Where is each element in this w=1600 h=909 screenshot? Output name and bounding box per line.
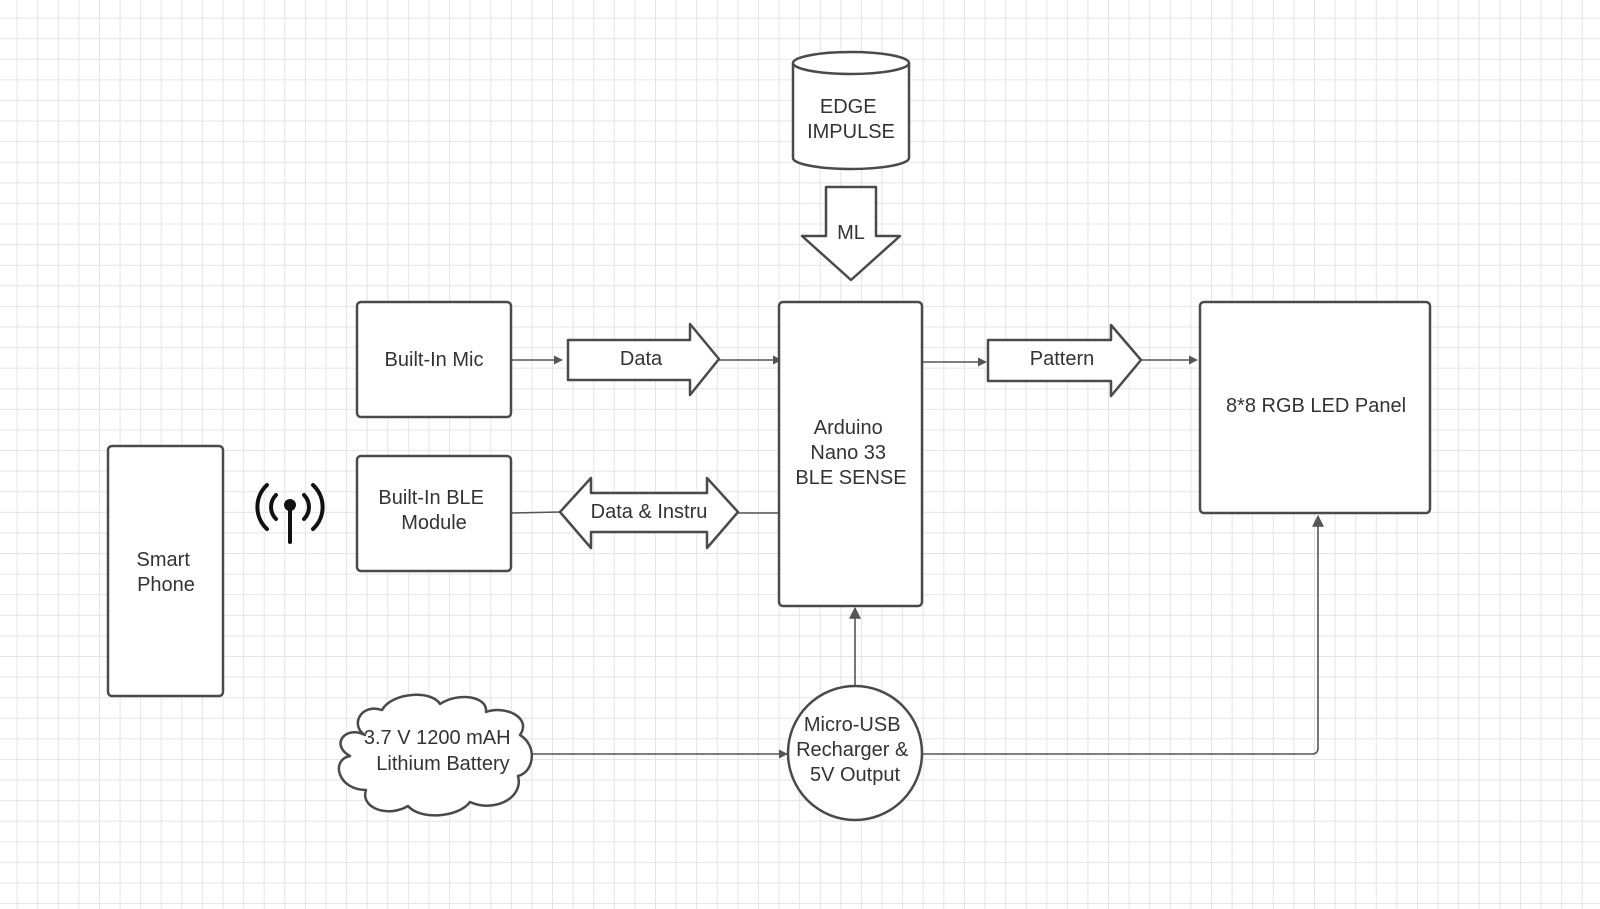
data-instru-double-arrow: Data & Instru — [558, 476, 740, 550]
led-panel-box: 8*8 RGB LED Panel — [1198, 300, 1432, 515]
connector-usb-to-led — [922, 514, 1324, 755]
battery-label: 3.7 V 1200 mAH Lithium Battery — [364, 727, 516, 775]
smart-phone-box: Smart Phone — [106, 444, 225, 698]
smart-phone-label: Smart Phone — [137, 549, 196, 596]
led-panel-label: 8*8 RGB LED Panel — [1226, 395, 1406, 417]
arduino-label: Arduino Nano 33 BLE SENSE — [795, 417, 906, 489]
built-in-mic-box: Built-In Mic — [355, 300, 513, 419]
connectors — [511, 355, 1324, 759]
edge-impulse-label: EDGE IMPULSE — [807, 96, 895, 143]
wireless-antenna-icon — [255, 483, 325, 544]
edge-impulse-cylinder: EDGE IMPULSE — [791, 50, 911, 171]
mic-label: Built-In Mic — [385, 349, 484, 371]
arduino-box: Arduino Nano 33 BLE SENSE — [777, 300, 924, 608]
ble-module-box: Built-In BLE Module — [355, 454, 513, 573]
pattern-arrow-label: Pattern — [1030, 348, 1094, 370]
ble-module-label: Built-In BLE Module — [378, 487, 489, 534]
battery-cloud: 3.7 V 1200 mAH Lithium Battery — [337, 693, 533, 817]
pattern-arrow: Pattern — [986, 323, 1143, 398]
micro-usb-label: Micro-USB Recharger & 5V Output — [796, 714, 914, 786]
ml-arrow: ML — [800, 185, 902, 282]
connector-ble-to-datainstru — [511, 511, 561, 514]
data-arrow-label: Data — [620, 348, 663, 370]
data-instru-label: Data & Instru — [591, 501, 708, 523]
micro-usb-circle: Micro-USB Recharger & 5V Output — [786, 684, 924, 822]
data-arrow: Data — [566, 322, 721, 397]
ml-label: ML — [837, 222, 865, 244]
